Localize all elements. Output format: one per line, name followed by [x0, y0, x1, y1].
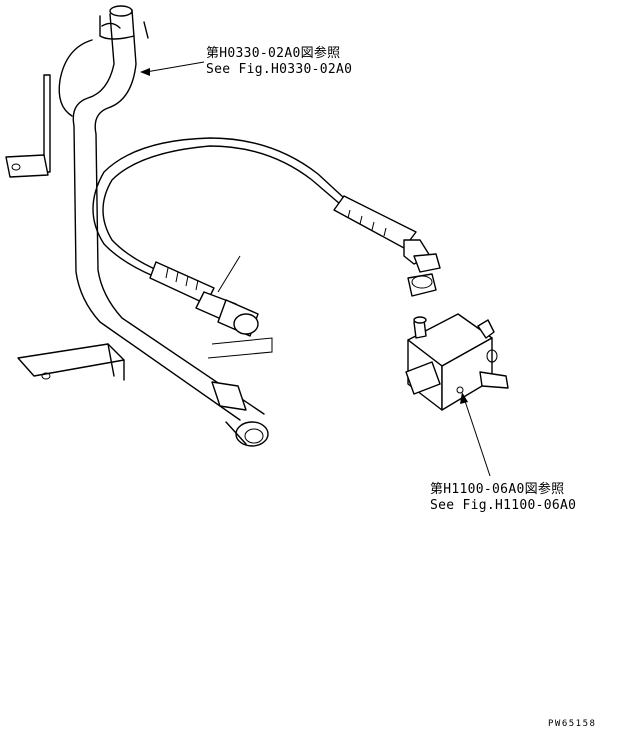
upper-hose-fitting	[333, 195, 441, 297]
drawing-code: PW65158	[548, 719, 597, 729]
hose	[92, 137, 345, 297]
leader-lines	[140, 61, 491, 477]
callout-en-text: See Fig.H1100-06A0	[430, 498, 577, 513]
callout-reference-h0330: 第H0330-02A0図参照 See Fig.H0330-02A0	[206, 46, 352, 78]
valve-block	[405, 313, 509, 411]
main-pipe	[58, 5, 269, 447]
lower-bracket	[17, 343, 125, 381]
callout-jp-text: 第H0330-02A0図参照	[206, 46, 341, 61]
callout-jp-text: 第H1100-06A0図参照	[430, 482, 565, 497]
callout-reference-h1100: 第H1100-06A0図参照 See Fig.H1100-06A0	[430, 482, 576, 514]
lower-hose-fitting	[149, 255, 273, 411]
upper-bracket	[5, 74, 51, 178]
callout-en-text: See Fig.H0330-02A0	[206, 62, 353, 77]
